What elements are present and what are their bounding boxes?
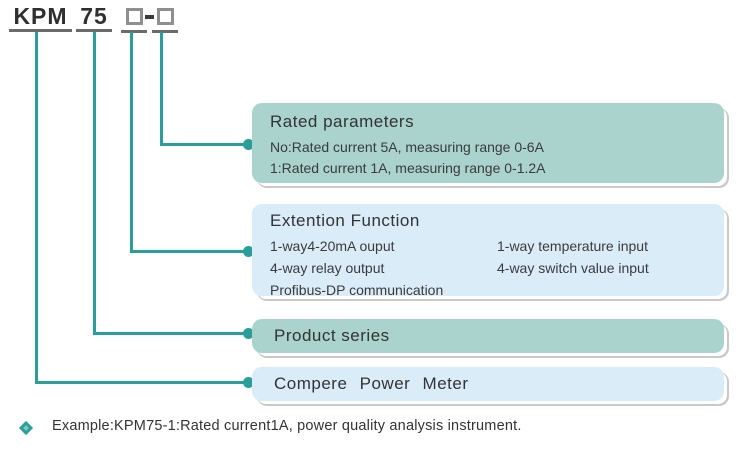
connector-rated-vertical [160,32,163,146]
series-underline [76,29,112,32]
power-meter-label: Compere Power Meter [274,374,469,393]
rated-parameters-title: Rated parameters [270,112,415,131]
connector-power-vertical [35,32,38,384]
prefix-underline [9,29,72,32]
rated-parameters-box: Rated parameters No:Rated current 5A, me… [252,103,724,183]
model-series-text: 75 [80,3,108,29]
connector-product-vertical [93,32,96,335]
extension-function-box: Extention Function 1-way4-20mA ouput 4-w… [252,204,724,298]
model-code-rated-segment [152,3,178,33]
connector-power-horizontal [35,381,245,384]
connector-rated-horizontal [160,143,245,146]
extension-function-columns: 1-way4-20mA ouput 4-way relay output Pro… [270,235,724,301]
extension-item: Profibus-DP communication [270,282,444,298]
rated-parameters-line: No:Rated current 5A, measuring range 0-6… [270,139,544,155]
placeholder-square-icon [125,8,143,25]
product-series-box: Product series [252,319,724,353]
product-series-label: Product series [274,326,390,345]
rated-underline [152,30,178,33]
connector-extension-horizontal [130,250,245,253]
model-code-dash [145,15,154,19]
connector-power-dot [243,377,254,388]
extension-right-column: 1-way temperature input 4-way switch val… [497,235,724,301]
connector-extension-vertical [130,32,133,253]
placeholder-square-icon [156,8,174,25]
extension-left-column: 1-way4-20mA ouput 4-way relay output Pro… [270,235,497,301]
extension-item: 1-way temperature input [497,238,648,254]
model-code-extension-segment [121,3,147,33]
connector-rated-dot [243,139,254,150]
connector-product-horizontal [93,332,245,335]
model-prefix-text: KPM [13,3,68,29]
connector-product-dot [243,328,254,339]
extension-item: 4-way switch value input [497,260,649,276]
rated-parameters-line: 1:Rated current 1A, measuring range 0-1.… [270,160,546,176]
extension-item: 1-way4-20mA ouput [270,238,395,254]
extension-item: 4-way relay output [270,260,385,276]
diamond-bullet-icon [18,420,34,436]
example-text: Example:KPM75-1:Rated current1A, power q… [52,418,522,434]
model-code-prefix-segment: KPM [9,3,72,32]
model-code-series-segment: 75 [76,3,112,32]
extension-function-title: Extention Function [270,211,420,230]
extension-underline [121,30,147,33]
power-meter-box: Compere Power Meter [252,367,724,401]
connector-extension-dot [243,246,254,257]
